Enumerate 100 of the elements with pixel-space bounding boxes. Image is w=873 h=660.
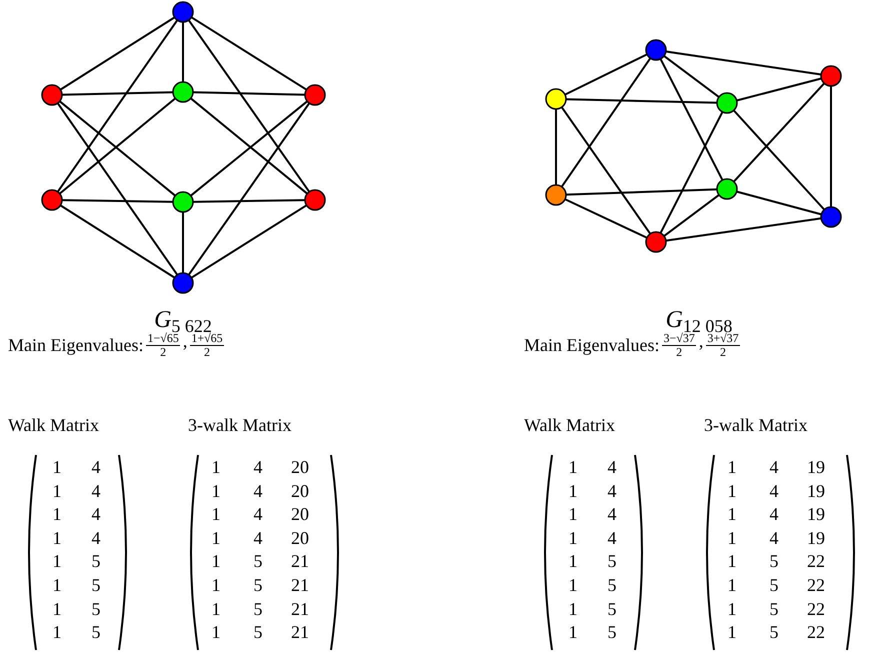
matrix-entry: 22 bbox=[807, 600, 825, 618]
graph-edge bbox=[666, 217, 822, 242]
matrix-entry: 4 bbox=[608, 458, 616, 476]
matrix-entry: 1 bbox=[212, 552, 220, 570]
matrix-heading: Walk Matrix bbox=[8, 414, 100, 437]
matrix-entry: 1 bbox=[568, 600, 578, 618]
graph-vertex bbox=[304, 189, 326, 211]
graph-edge bbox=[56, 102, 178, 276]
graph-edge bbox=[62, 199, 174, 203]
fraction-numerator: 1−√65 bbox=[146, 332, 180, 346]
matrix-entry: 1 bbox=[212, 528, 220, 547]
matrix-entry: 5 bbox=[770, 552, 778, 570]
graph-vertex bbox=[41, 84, 63, 106]
matrix-entry: 1 bbox=[52, 528, 62, 547]
graph-edge bbox=[560, 106, 652, 234]
graph-edge bbox=[666, 50, 822, 76]
matrix-entry: 1 bbox=[728, 505, 736, 524]
matrix-entry: 1 bbox=[52, 600, 62, 618]
matrix-entry: 19 bbox=[807, 528, 825, 547]
fraction-denominator: 2 bbox=[160, 346, 166, 359]
matrix-entry: 5 bbox=[608, 552, 616, 570]
graph-edge bbox=[192, 91, 306, 96]
matrix-entry: 20 bbox=[291, 482, 309, 500]
matrix-entry: 1 bbox=[52, 552, 62, 570]
matrix-entry: 5 bbox=[770, 623, 778, 642]
graph-edge bbox=[564, 198, 648, 239]
comma: , bbox=[698, 331, 704, 353]
graph-edge bbox=[190, 16, 308, 91]
matrix-entry: 4 bbox=[608, 482, 616, 500]
matrix-entry: 1 bbox=[728, 552, 736, 570]
matrix-entry: 4 bbox=[92, 482, 100, 500]
graph-edge bbox=[62, 91, 174, 96]
graph-edge bbox=[733, 82, 825, 182]
matrix-entry: 20 bbox=[291, 505, 309, 524]
matrix-entry: 5 bbox=[92, 552, 100, 570]
comma: , bbox=[182, 331, 188, 353]
graph-edge bbox=[560, 58, 652, 188]
matrix-entry: 1 bbox=[728, 482, 736, 500]
graph-vertex bbox=[820, 206, 842, 228]
graph-edge bbox=[56, 20, 178, 192]
matrix-entry: 1 bbox=[568, 623, 578, 642]
graph-edge bbox=[60, 16, 176, 90]
matrix-entry: 4 bbox=[254, 528, 262, 547]
eigenvalues-label: Main Eigenvalues: bbox=[8, 334, 144, 357]
graph-edge bbox=[663, 194, 720, 237]
matrix-entry: 21 bbox=[291, 623, 309, 642]
matrix-entry: 1 bbox=[568, 528, 578, 547]
matrix-entry: 4 bbox=[608, 528, 616, 547]
graph-vertex bbox=[41, 189, 63, 211]
matrix-entry: 5 bbox=[254, 600, 262, 618]
graph-edge bbox=[736, 190, 822, 216]
matrix-entry: 5 bbox=[608, 576, 616, 594]
graph-edge bbox=[182, 22, 184, 82]
fraction-numerator: 3−√37 bbox=[662, 332, 696, 346]
matrix-entry: 1 bbox=[212, 576, 220, 594]
matrix-entry: 1 bbox=[52, 482, 62, 500]
matrix-entry: 20 bbox=[291, 458, 309, 476]
matrix-entry: 1 bbox=[568, 505, 578, 524]
matrix-entry: 22 bbox=[807, 576, 825, 594]
graph-edge bbox=[188, 20, 310, 192]
matrix-entry: 1 bbox=[212, 482, 220, 500]
matrix-entry: 5 bbox=[608, 623, 616, 642]
matrix-entry: 4 bbox=[92, 528, 100, 547]
matrix-entry: 5 bbox=[254, 552, 262, 570]
graph-edge bbox=[736, 78, 822, 102]
graph-edge bbox=[190, 204, 308, 279]
graph-edge bbox=[663, 55, 720, 98]
graph-edge bbox=[555, 109, 557, 185]
matrix-entry: 5 bbox=[254, 623, 262, 642]
graph-vertex bbox=[172, 81, 194, 103]
graph-title: G$_{12 058}$ bbox=[666, 308, 732, 332]
matrix-entry: 5 bbox=[770, 600, 778, 618]
matrix-entry: 20 bbox=[291, 528, 309, 547]
graph-vertex bbox=[304, 84, 326, 106]
matrix-entry: 4 bbox=[92, 458, 100, 476]
fraction-denominator: 2 bbox=[676, 346, 682, 359]
matrix-heading: Walk Matrix bbox=[524, 414, 616, 437]
graph-edge bbox=[564, 54, 648, 96]
graph-edge bbox=[660, 111, 724, 234]
matrix-entry: 4 bbox=[770, 505, 778, 524]
matrix-entry: 5 bbox=[92, 576, 100, 594]
matrix-entry: 22 bbox=[807, 552, 825, 570]
graph-vertex bbox=[545, 184, 567, 206]
graph-edge bbox=[192, 199, 306, 203]
matrix-entry: 1 bbox=[728, 458, 736, 476]
graph-vertex bbox=[716, 92, 738, 114]
matrix-entry: 1 bbox=[212, 505, 220, 524]
matrix-entry: 21 bbox=[291, 552, 309, 570]
matrix-entry: 4 bbox=[770, 458, 778, 476]
matrix-entry: 4 bbox=[254, 505, 262, 524]
matrix-heading: 3-walk Matrix bbox=[704, 414, 808, 437]
matrix-entry: 1 bbox=[212, 458, 220, 476]
fraction-denominator: 2 bbox=[204, 346, 210, 359]
graph-vertex bbox=[645, 39, 667, 61]
matrix-entry: 5 bbox=[92, 600, 100, 618]
matrix-entry: 1 bbox=[52, 505, 62, 524]
matrix-entry: 4 bbox=[770, 482, 778, 500]
matrix-entry: 4 bbox=[608, 505, 616, 524]
fraction-numerator: 1+√65 bbox=[190, 332, 224, 346]
graph-edge bbox=[188, 102, 310, 276]
